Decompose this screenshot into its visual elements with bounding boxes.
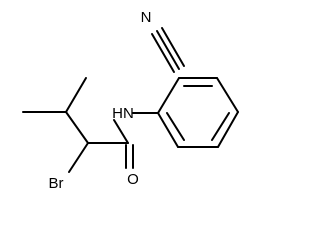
ring-bond-6 [157, 77, 180, 114]
chemical-structure: N HN Br O [22, 9, 239, 190]
isopropyl-methyl-bond-1 [65, 77, 87, 113]
alpha-isopropyl-bond [65, 111, 89, 144]
nitrile-n-label: N [141, 9, 152, 26]
ring-bond-2 [216, 77, 239, 113]
nh-carbonyl-bond [113, 119, 129, 144]
carbonyl-o-label: O [127, 171, 139, 188]
amide-nh-label: HN [112, 105, 134, 122]
nitrile-triple-bond [151, 27, 185, 73]
ring-bond-5 [157, 112, 179, 148]
ring-double-bond-3 [166, 112, 185, 141]
alpha-br-bond [68, 142, 89, 173]
bromine-label: Br [49, 175, 64, 190]
benzene-ring [157, 77, 239, 148]
ring-double-bond-2 [211, 112, 230, 141]
carbonyl-double-bond [125, 144, 134, 169]
ring-bond-3 [217, 111, 239, 148]
